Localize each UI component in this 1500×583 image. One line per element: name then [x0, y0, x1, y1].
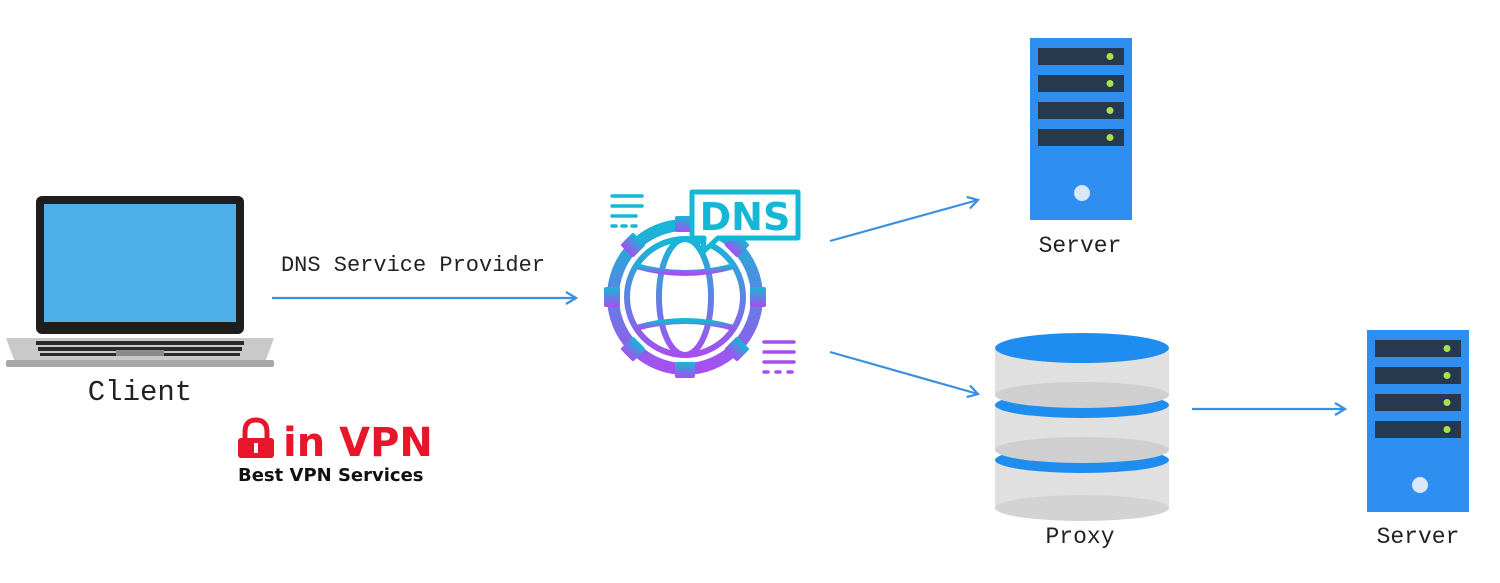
dns-globe-gear-icon: DNS [604, 189, 801, 378]
logo-brand-text: in VPN [283, 420, 433, 466]
laptop-icon [6, 196, 274, 367]
dns-node: DNS [604, 189, 801, 378]
server-bottom-label: Server [1377, 524, 1460, 550]
decor-lines-bottom-right [762, 340, 796, 374]
client-node: Client [6, 196, 274, 409]
logo-tagline-text: Best VPN Services [238, 465, 424, 486]
edge-label-dns-service-provider: DNS Service Provider [281, 253, 545, 278]
server-top-node: Server [1030, 38, 1132, 259]
server-tower-icon [1030, 38, 1132, 220]
invpn-logo: in VPN Best VPN Services [238, 417, 433, 486]
proxy-node: Proxy [995, 333, 1169, 550]
server-tower-icon [1367, 330, 1469, 512]
database-stack-icon [995, 333, 1169, 521]
proxy-label: Proxy [1045, 524, 1114, 550]
arrow-dns-to-proxy [829, 350, 978, 394]
server-top-label: Server [1039, 233, 1122, 259]
client-label: Client [88, 376, 192, 409]
arrow-dns-to-server-top [829, 200, 978, 243]
server-bottom-node: Server [1367, 330, 1469, 550]
decor-lines-top-left [610, 194, 644, 228]
lock-icon [238, 417, 274, 458]
dns-badge-text: DNS [700, 195, 791, 239]
